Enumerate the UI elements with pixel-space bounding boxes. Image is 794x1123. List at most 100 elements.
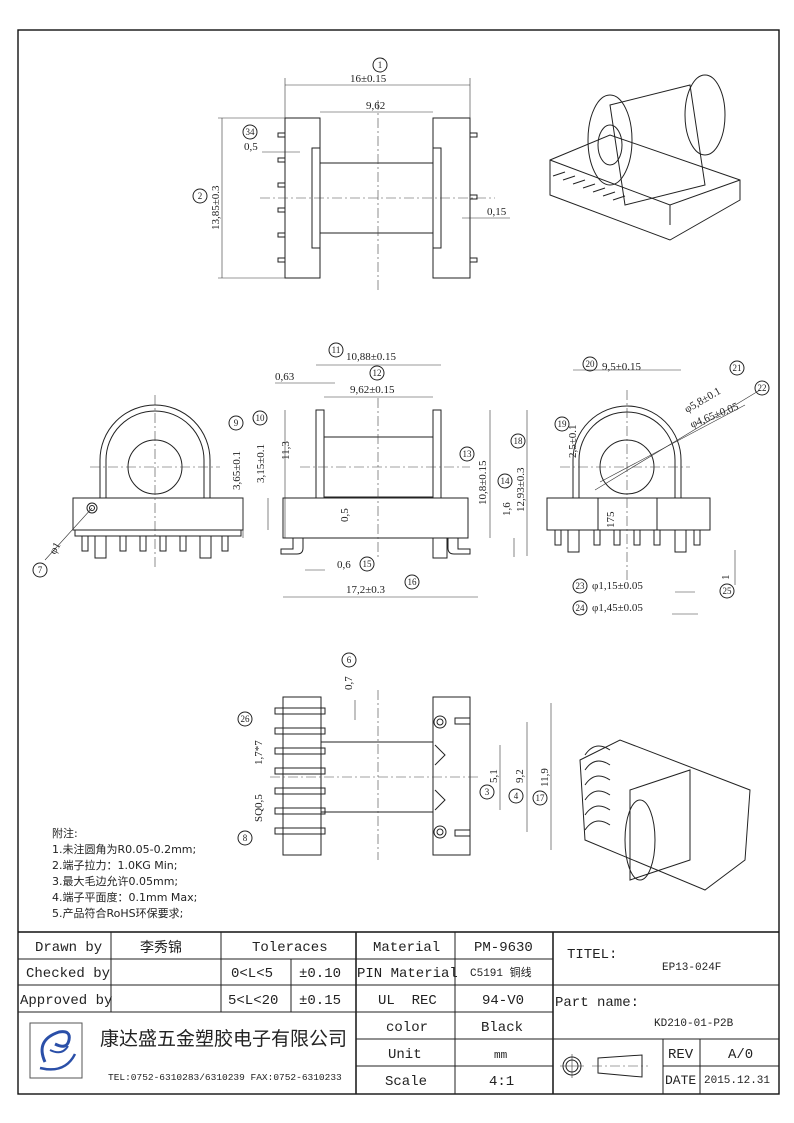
balloon-number: 18 <box>514 436 524 446</box>
company-logo <box>29 1022 83 1079</box>
balloon-10: 10 <box>252 410 268 426</box>
balloon-25: 25 <box>719 583 735 599</box>
balloon-circle <box>237 830 253 846</box>
balloon-number: 34 <box>246 127 256 137</box>
dim-108: 10,8±0.15 <box>477 460 489 505</box>
rev-value: A/0 <box>728 1047 753 1063</box>
title-value: EP13-024F <box>662 962 721 974</box>
pin-material-value: C5191 铜线 <box>470 965 532 980</box>
tol1-range: 0<L<5 <box>231 966 273 982</box>
balloon-16: 16 <box>404 574 420 590</box>
title-label: TITEL: <box>567 947 617 963</box>
dim-pitch: 1,7*7 <box>253 740 265 765</box>
drawn-by-value: 李秀锦 <box>140 939 182 957</box>
color-value: Black <box>481 1020 523 1036</box>
balloon-14: 14 <box>497 473 513 489</box>
balloon-19: 19 <box>554 416 570 432</box>
balloon-number: 15 <box>363 559 373 569</box>
balloon-circle <box>228 415 244 431</box>
balloon-1: 1 <box>372 57 388 73</box>
balloon-circle <box>508 788 524 804</box>
balloon-circle <box>192 188 208 204</box>
balloon-circle <box>459 446 475 462</box>
balloon-circle <box>572 600 588 616</box>
isometric-view-bottom <box>579 739 751 891</box>
balloon-circle <box>582 356 598 372</box>
balloon-circle <box>359 556 375 572</box>
tol1-value: ±0.10 <box>299 966 341 982</box>
balloon-number: 3 <box>485 787 490 797</box>
dimension-labels: 16±0.15 9,62 13,85±0.3 0,5 0,15 φ1 3,65±… <box>47 73 741 822</box>
end-view-left <box>44 395 244 570</box>
balloon-number: 23 <box>576 581 586 591</box>
balloon-7: 7 <box>32 562 48 578</box>
balloon-number: 19 <box>558 419 568 429</box>
balloon-number: 6 <box>347 655 352 665</box>
balloon-number: 4 <box>514 791 519 801</box>
dim-top-core: 9,62 <box>366 100 385 112</box>
balloon-circle <box>252 410 268 426</box>
dim-172: 17,2±0.3 <box>346 584 386 596</box>
end-view-right <box>546 369 761 615</box>
material-label: Material <box>373 940 440 956</box>
note-item: 5.产品符合RoHS环保要求; <box>52 907 184 920</box>
balloon-circle <box>754 380 770 396</box>
unit-label: Unit <box>388 1047 422 1063</box>
balloon-number: 10 <box>256 413 266 423</box>
balloon-circle <box>479 784 495 800</box>
balloon-circle <box>369 365 385 381</box>
balloon-15: 15 <box>359 556 375 572</box>
balloon-23: 23 <box>572 578 588 594</box>
balloon-13: 13 <box>459 446 475 462</box>
dim-51: 5,1 <box>488 769 500 783</box>
scale-value: 4:1 <box>489 1074 514 1090</box>
balloon-26: 26 <box>237 711 253 727</box>
balloon-4: 4 <box>508 788 524 804</box>
balloon-circle <box>32 562 48 578</box>
balloon-circle <box>237 711 253 727</box>
note-item: 4.端子平面度：0.1mm Max; <box>52 891 198 904</box>
balloon-8: 8 <box>237 830 253 846</box>
notes-heading: 附注: <box>52 827 78 840</box>
tol2-value: ±0.15 <box>299 993 341 1009</box>
balloon-number: 8 <box>243 833 248 843</box>
dim-top-pin-gap: 0,5 <box>244 141 258 153</box>
balloon-9: 9 <box>228 415 244 431</box>
balloon-number: 24 <box>576 603 586 613</box>
balloon-number: 16 <box>408 577 418 587</box>
balloon-24: 24 <box>572 600 588 616</box>
balloon-number: 11 <box>332 345 341 355</box>
balloon-number: 21 <box>733 363 742 373</box>
bottom-view <box>270 690 552 860</box>
balloon-34: 34 <box>242 124 258 140</box>
unit-value: mm <box>494 1050 508 1062</box>
dim-315: 3,15±0.1 <box>255 444 267 483</box>
balloon-circle <box>729 360 745 376</box>
balloon-2: 2 <box>192 188 208 204</box>
balloon-21: 21 <box>729 360 745 376</box>
balloon-number: 2 <box>198 191 203 201</box>
balloon-number: 17 <box>536 793 546 803</box>
dim-top-offset: 0,15 <box>487 206 507 218</box>
balloon-number: 13 <box>463 449 473 459</box>
balloon-20: 20 <box>582 356 598 372</box>
side-view <box>242 364 528 598</box>
dim-115: φ1,15±0.05 <box>592 580 643 592</box>
dim-175: 175 <box>605 511 617 528</box>
balloon-number: 1 <box>378 60 383 70</box>
balloon-circle <box>719 583 735 599</box>
note-item: 3.最大毛边允许0.05mm; <box>52 875 179 888</box>
dim-063: 0,63 <box>275 371 295 383</box>
dim-1088: 10,88±0.15 <box>346 351 397 363</box>
balloon-22: 22 <box>754 380 770 396</box>
dim-119: 11,9 <box>539 768 551 787</box>
dim-16: 1,6 <box>501 502 513 516</box>
balloon-circle <box>572 578 588 594</box>
dim-145: φ1,45±0.05 <box>592 602 643 614</box>
balloon-number: 20 <box>586 359 596 369</box>
notes: 附注: 1.未注圆角为R0.05-0.2mm; 2.端子拉力：1.0KG Min… <box>52 826 197 922</box>
balloon-circle <box>510 433 526 449</box>
balloon-circle <box>404 574 420 590</box>
